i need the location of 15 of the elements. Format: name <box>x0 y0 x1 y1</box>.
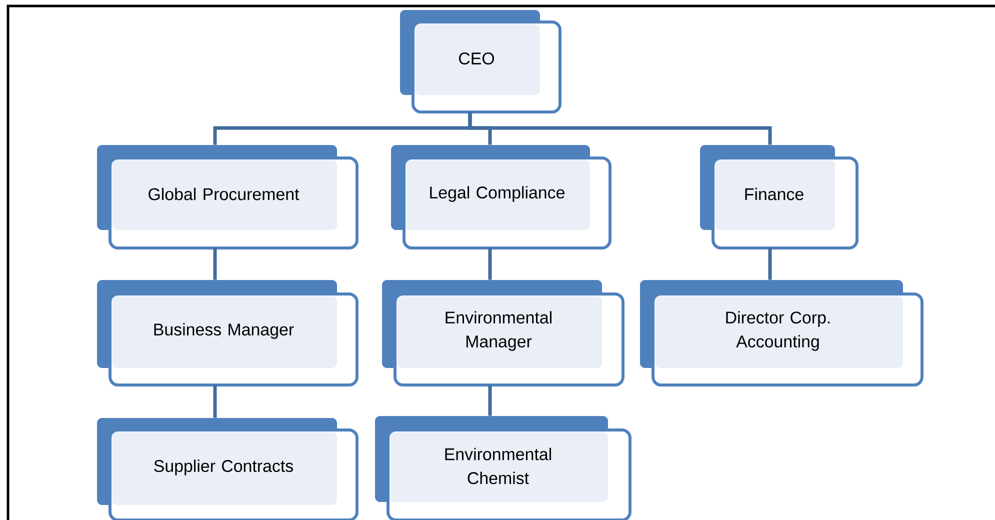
org-box: Business Manager <box>97 280 358 386</box>
connector-line <box>488 385 492 416</box>
org-box: Director Corp. Accounting <box>640 280 924 386</box>
connector-line <box>488 248 492 280</box>
org-box: Finance <box>700 145 858 250</box>
connector-line <box>213 385 217 418</box>
org-box: CEO <box>400 10 562 114</box>
org-box: Environmental Manager <box>382 280 624 386</box>
org-box: Environmental Chemist <box>375 416 632 520</box>
org-box: Supplier Contracts <box>97 418 358 520</box>
connector-line <box>213 248 217 280</box>
connector-line <box>468 112 772 145</box>
connector-line <box>768 248 772 280</box>
org-box: Global Procurement <box>97 145 358 250</box>
org-box: Legal Compliance <box>391 145 612 250</box>
